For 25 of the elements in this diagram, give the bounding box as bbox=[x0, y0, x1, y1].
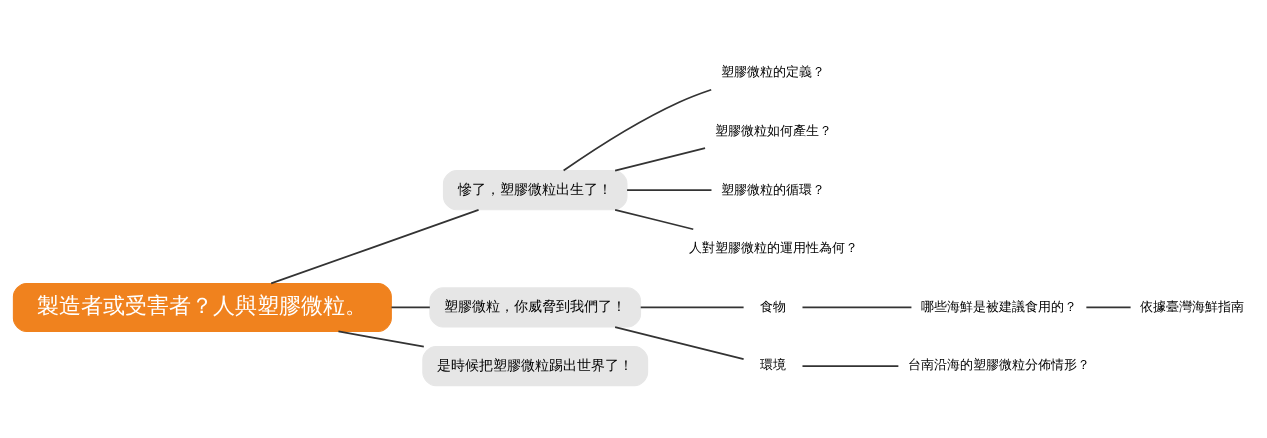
connector bbox=[639, 306, 745, 308]
node-text: 塑膠微粒的定義？ bbox=[721, 63, 826, 79]
node-text: 環境 bbox=[760, 356, 787, 372]
connector bbox=[1085, 306, 1132, 308]
node-box: 慘了，塑膠微粒出生了！ bbox=[442, 169, 628, 210]
node-box: 是時候把塑膠微粒踢出世界了！ bbox=[422, 345, 649, 386]
node-box: 塑膠微粒，你威脅到我們了！ bbox=[429, 286, 642, 328]
connector bbox=[614, 325, 745, 360]
connector bbox=[390, 306, 431, 308]
node-text: 食物 bbox=[760, 298, 787, 314]
connector bbox=[626, 188, 713, 191]
connector bbox=[614, 146, 706, 171]
node-text: 人對塑膠微粒的運用性為何？ bbox=[688, 239, 858, 255]
node-text: 塑膠微粒的循環？ bbox=[721, 181, 826, 197]
connector bbox=[801, 364, 900, 367]
connector bbox=[270, 208, 480, 284]
node-box: 製造者或受害者？人與塑膠微粒。 bbox=[12, 282, 392, 332]
node-text: 依據臺灣海鮮指南 bbox=[1140, 298, 1245, 314]
node-text: 塑膠微粒如何產生？ bbox=[714, 122, 832, 138]
connector bbox=[614, 208, 695, 230]
connector bbox=[337, 330, 425, 347]
node-text: 哪些海鮮是被建議食用的？ bbox=[920, 298, 1077, 314]
node-text: 台南沿海的塑膠微粒分佈情形？ bbox=[907, 356, 1090, 372]
connector bbox=[801, 306, 913, 308]
connector bbox=[562, 88, 713, 171]
